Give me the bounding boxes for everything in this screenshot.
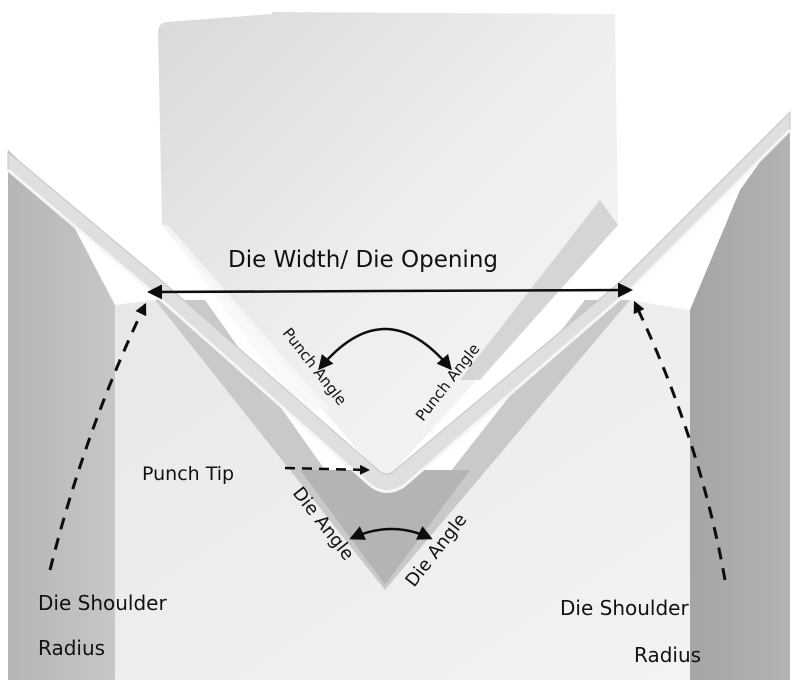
die-angle-arrow (349, 526, 433, 540)
shoulder-left-label-line2: Radius (38, 636, 105, 660)
punch-angle-arrow (318, 327, 452, 371)
shoulder-right-label-line1: Die Shoulder (560, 596, 689, 620)
die-width-label: Die Width/ Die Opening (228, 247, 498, 273)
punch-tip-label: Punch Tip (142, 463, 234, 485)
shoulder-right-pointer (633, 300, 727, 581)
die-width-arrow (147, 282, 633, 300)
punch-tip-arrow (284, 464, 370, 475)
shoulder-left-label-line1: Die Shoulder (38, 591, 167, 615)
die-left-side (8, 150, 115, 680)
sheet-metal (7, 110, 792, 493)
die-right-side (690, 120, 790, 680)
shoulder-right-label-line2: Radius (634, 643, 701, 667)
